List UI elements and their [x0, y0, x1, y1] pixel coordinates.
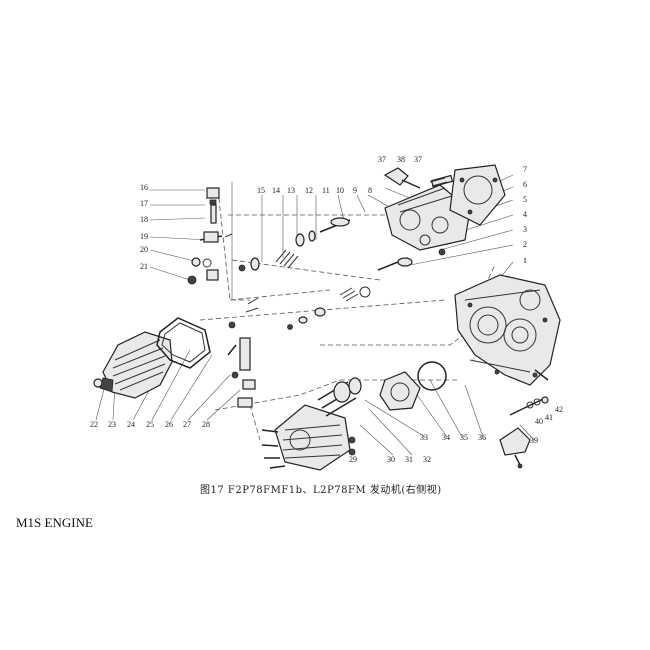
head-gasket-plate — [449, 164, 506, 226]
label-12: 12 — [305, 186, 313, 195]
label-40: 40 — [535, 417, 543, 426]
label-42: 42 — [555, 405, 563, 414]
crankcase — [454, 274, 561, 386]
footer-label: M1S ENGINE — [16, 515, 93, 530]
label-15: 15 — [257, 186, 265, 195]
rocker-arm-lower — [227, 297, 259, 408]
label-38: 38 — [397, 155, 405, 164]
cylinder-head-top — [384, 174, 471, 256]
valve-cover — [93, 331, 173, 399]
label-28: 28 — [202, 420, 210, 429]
label-18: 18 — [140, 215, 148, 224]
engine-exploded-diagram: 16 17 18 19 20 21 15 14 13 12 11 10 9 8 … — [90, 155, 563, 471]
label-9: 9 — [353, 186, 357, 195]
label-27: 27 — [183, 420, 191, 429]
label-19: 19 — [140, 232, 148, 241]
label-3: 3 — [523, 225, 527, 234]
label-10: 10 — [336, 186, 344, 195]
label-4: 4 — [523, 210, 527, 219]
label-13: 13 — [287, 186, 295, 195]
label-14: 14 — [272, 186, 280, 195]
label-23: 23 — [108, 420, 116, 429]
label-17: 17 — [140, 199, 148, 208]
label-2: 2 — [523, 240, 527, 249]
label-37-left: 37 — [378, 155, 386, 164]
cylinder-head-lower — [261, 404, 351, 471]
valve-train-left-column — [187, 187, 233, 285]
label-35: 35 — [460, 433, 468, 442]
label-34: 34 — [442, 433, 450, 442]
label-22: 22 — [90, 420, 98, 429]
label-25: 25 — [146, 420, 154, 429]
rocker-parts-top — [383, 167, 448, 189]
label-26: 26 — [165, 420, 173, 429]
label-33: 33 — [420, 433, 428, 442]
valve-cover-gasket — [156, 317, 211, 369]
label-31: 31 — [405, 455, 413, 464]
label-37-right: 37 — [414, 155, 422, 164]
pushrod-middle — [287, 257, 413, 330]
label-16: 16 — [140, 183, 148, 192]
part-number-labels: 16 17 18 19 20 21 15 14 13 12 11 10 9 8 … — [90, 155, 563, 464]
label-5: 5 — [523, 195, 527, 204]
label-39: 39 — [530, 436, 538, 445]
valve-spring-group-top — [238, 217, 351, 272]
label-6: 6 — [523, 180, 527, 189]
label-1: 1 — [523, 256, 527, 265]
label-24: 24 — [127, 420, 135, 429]
label-8: 8 — [368, 186, 372, 195]
label-11: 11 — [322, 186, 330, 195]
label-32: 32 — [423, 455, 431, 464]
figure-caption: 图17 F2P78FMF1b、L2P78FM 发动机(右侧视) — [200, 485, 442, 496]
label-41: 41 — [545, 413, 553, 422]
label-21: 21 — [140, 262, 148, 271]
ignition-parts-right — [499, 396, 549, 469]
label-7: 7 — [523, 165, 527, 174]
label-29: 29 — [349, 455, 357, 464]
label-20: 20 — [140, 245, 148, 254]
label-36: 36 — [478, 433, 486, 442]
studs-and-gasket-lower — [317, 361, 447, 456]
label-30: 30 — [387, 455, 395, 464]
